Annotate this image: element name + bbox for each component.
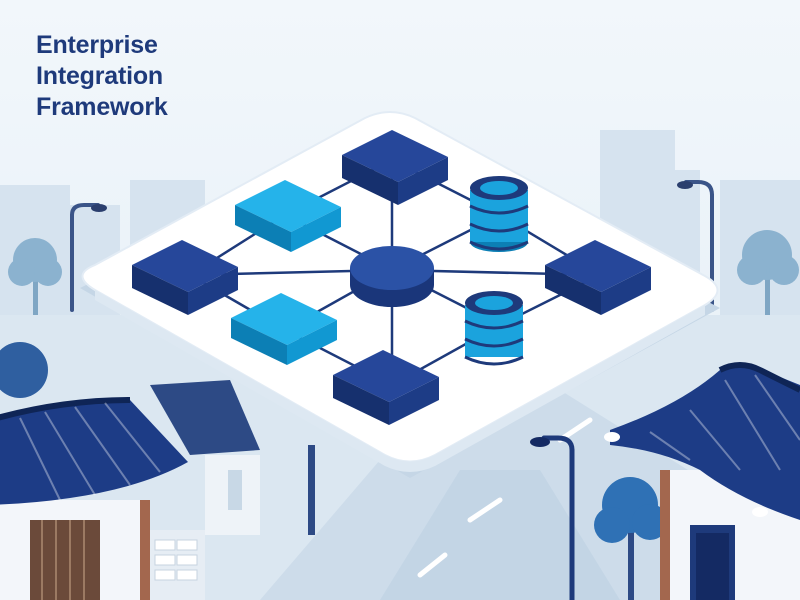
platform-edge — [95, 290, 705, 472]
street-lamp-front — [541, 435, 575, 600]
module-block-right — [545, 240, 651, 315]
module-block-top — [342, 130, 448, 205]
lamp-head-right — [677, 181, 693, 189]
database-cylinder-icon — [464, 291, 524, 366]
lamp-head-left — [91, 204, 107, 212]
gate-building — [150, 380, 260, 535]
lamp-head-front — [530, 437, 550, 447]
background-trees — [8, 230, 799, 315]
module-block-left — [132, 240, 238, 315]
street-lamp-left — [70, 203, 100, 312]
page-title: Enterprise Integration Framework — [36, 30, 168, 123]
tree-front-right — [594, 477, 668, 600]
central-hub-icon — [350, 246, 434, 307]
title-line-2: Integration — [36, 62, 163, 90]
platform-pillar — [308, 445, 315, 535]
tree-right — [737, 230, 799, 315]
service-block-lower — [231, 293, 337, 365]
title-line-3: Framework — [36, 93, 168, 121]
traditional-house-left — [0, 342, 205, 600]
traditional-house-right — [604, 362, 800, 600]
database-cylinder-icon — [469, 176, 529, 252]
module-block-bottom — [333, 350, 439, 425]
tree-left — [8, 238, 62, 315]
title-line-1: Enterprise — [36, 31, 158, 59]
service-block-upper — [235, 180, 341, 252]
